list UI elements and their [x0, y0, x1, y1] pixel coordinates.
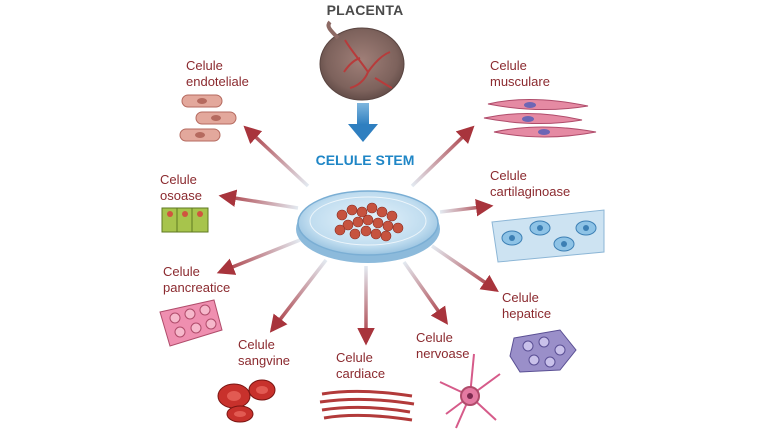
label-cartilage-line2: cartilaginoase [490, 184, 571, 199]
arrow-liver [431, 244, 499, 292]
blood-cells-image [217, 379, 276, 423]
label-cardiac-line1: Celule [336, 350, 373, 365]
arrow-pancreatic [216, 238, 301, 275]
label-blood: Celule sangvine [238, 337, 290, 369]
label-endothelial-line1: Celule [186, 58, 223, 73]
label-muscle-line1: Celule [490, 58, 527, 73]
label-pancreatic-line1: Celule [163, 264, 200, 279]
nerve-cells-image [439, 353, 501, 429]
label-bone-line2: osoase [160, 188, 202, 203]
endothelial-cells-image [179, 94, 237, 142]
label-liver-line1: Celule [502, 290, 539, 305]
stem-cells-label: CELULE STEM [315, 152, 415, 168]
arrow-bone [218, 189, 299, 210]
stem-cell-cluster [334, 202, 404, 242]
label-endothelial-line2: endoteliale [186, 74, 249, 89]
arrow-endothelial [243, 125, 310, 188]
arrow-cartilage [439, 198, 494, 217]
label-pancreatic-line2: pancreatice [163, 280, 231, 295]
label-muscle-line2: musculare [490, 74, 550, 89]
label-bone: Celule osoase [160, 172, 202, 204]
label-cardiac-line2: cardiace [336, 366, 386, 381]
label-liver: Celule hepatice [502, 290, 551, 322]
liver-cells-image [509, 329, 577, 373]
cartilage-cells-image [491, 209, 605, 263]
label-blood-line1: Celule [238, 337, 275, 352]
arrows-group [216, 125, 499, 346]
label-muscle: Celule musculare [490, 58, 550, 90]
label-cardiac: Celule cardiace [336, 350, 385, 382]
muscle-cells-image [483, 98, 597, 138]
arrow-nerve [402, 260, 449, 325]
label-nerve: Celule nervoase [416, 330, 469, 362]
placenta-illustration [319, 20, 405, 101]
down-arrow [348, 103, 378, 142]
label-nerve-line1: Celule [416, 330, 453, 345]
cardiac-cells-image [319, 389, 415, 422]
label-cartilage: Celule cartilaginoase [490, 168, 570, 200]
petri-dish [296, 190, 440, 263]
arrow-blood [269, 258, 328, 333]
placenta-label: PLACENTA [326, 2, 404, 18]
label-endothelial: Celule endoteliale [186, 58, 249, 90]
bone-cells-image [161, 207, 209, 233]
label-liver-line2: hepatice [502, 306, 552, 321]
label-bone-line1: Celule [160, 172, 197, 187]
label-cartilage-line1: Celule [490, 168, 527, 183]
pancreatic-cells-image [159, 299, 223, 347]
label-blood-line2: sangvine [238, 353, 291, 368]
label-pancreatic: Celule pancreatice [163, 264, 230, 296]
arrow-muscle [410, 125, 475, 188]
label-nerve-line2: nervoase [416, 346, 470, 361]
